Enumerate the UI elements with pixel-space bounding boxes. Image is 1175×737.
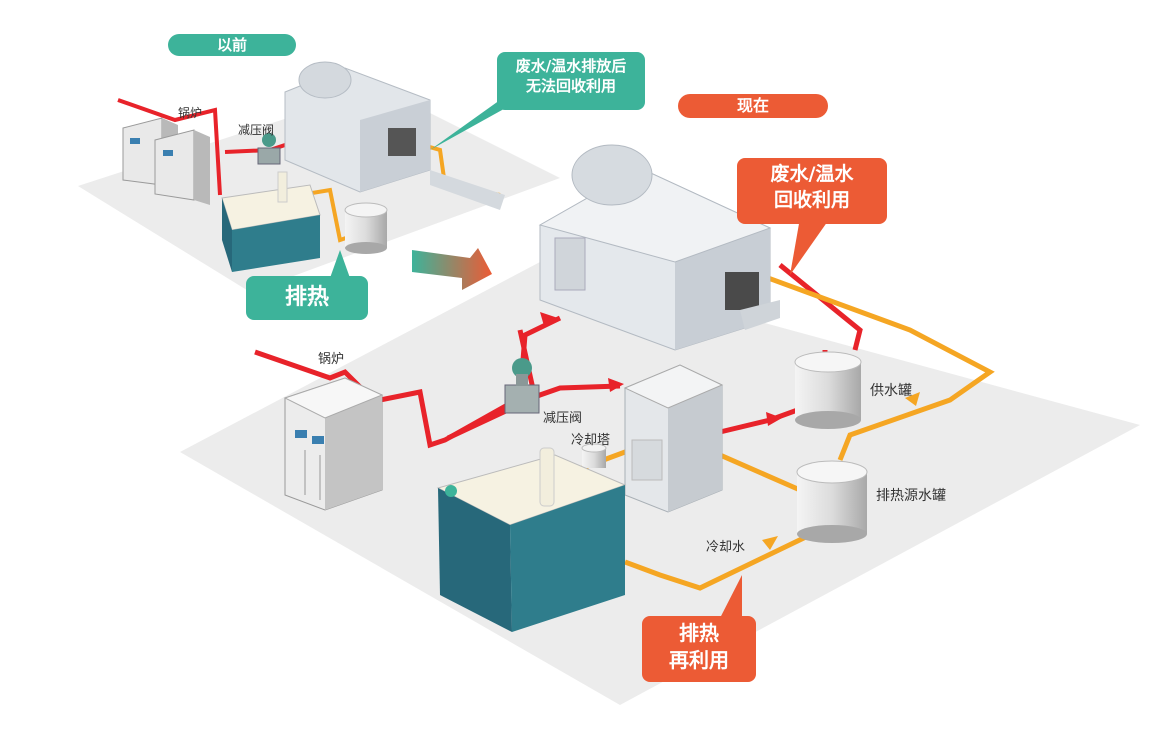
transition-arrow <box>412 248 492 290</box>
now-exhaust-line2: 再利用 <box>669 648 729 672</box>
valve-now-label: 减压阀 <box>543 411 583 426</box>
now-valve <box>504 358 540 414</box>
supply-tank <box>794 351 862 429</box>
before-generator <box>221 171 321 272</box>
cooling-tower <box>581 443 607 468</box>
now-waste-line2: 回收利用 <box>773 188 850 211</box>
exhaust-tank-label: 排热源水罐 <box>876 488 946 504</box>
before-waste-line1: 废水/温水排放后 <box>515 57 627 75</box>
now-washer-machine <box>538 144 780 351</box>
now-waste-callout-tail <box>790 218 830 275</box>
before-tank <box>344 202 388 254</box>
before-waste-callout: 废水/温水排放后 无法回收利用 <box>497 52 645 110</box>
now-exhaust-callout-tail <box>718 575 742 622</box>
valve-before-label: 减压阀 <box>238 123 275 137</box>
exhaust-source-tank <box>796 460 868 543</box>
heat-pump-unit <box>623 364 724 513</box>
boiler-before-label: 锅炉 <box>178 106 203 120</box>
before-washer-machine <box>284 61 505 210</box>
cooling-tower-label: 冷却塔 <box>571 433 611 448</box>
red-flow-arrow-3 <box>766 412 782 426</box>
now-waste-callout: 废水/温水 回收利用 <box>737 158 887 224</box>
cooling-water-label: 冷却水 <box>706 540 746 555</box>
now-generator <box>436 447 627 632</box>
now-exhaust-callout: 排热 再利用 <box>642 616 756 682</box>
before-waste-line2: 无法回收利用 <box>525 77 616 96</box>
now-exhaust-line1: 排热 <box>679 621 719 645</box>
boiler-now-label: 锅炉 <box>318 352 345 367</box>
before-tag: 以前 <box>168 34 296 56</box>
before-exhaust-callout: 排热 <box>246 276 368 320</box>
before-valve <box>257 133 281 165</box>
orange-flow-arrow-1 <box>905 392 920 406</box>
now-waste-line1: 废水/温水 <box>770 163 854 185</box>
supply-tank-label: 供水罐 <box>870 383 912 399</box>
before-boilers <box>122 117 210 205</box>
red-flow-arrow-1 <box>540 312 558 326</box>
now-boiler <box>283 377 384 511</box>
red-flow-arrow-2 <box>608 378 624 392</box>
before-waste-callout-tail <box>430 100 520 150</box>
orange-flow-arrow-2 <box>762 536 778 550</box>
before-exhaust-callout-tail <box>330 250 350 278</box>
now-tag: 现在 <box>678 94 828 118</box>
